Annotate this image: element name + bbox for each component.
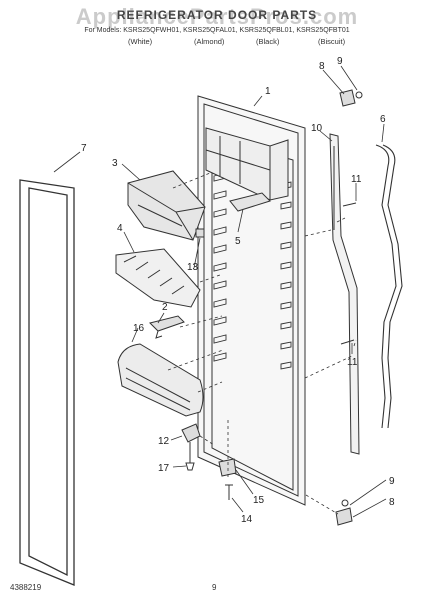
small-shelf [229,192,271,212]
callout-13: 13 [187,262,199,273]
callout-9-lower: 9 [389,476,395,487]
assembly-lines [167,172,357,515]
egg-tray [115,248,201,308]
hinge-bracket [181,423,201,471]
callout-7: 7 [81,143,87,154]
callout-17: 17 [158,463,170,474]
page-number: 9 [212,583,217,592]
bin-bracket [149,315,185,339]
callout-12: 12 [158,436,170,447]
callout-11-upper: 11 [351,174,362,185]
watermark: AppliancePartsPros.com [75,4,359,29]
color-biscuit: (Biscuit) [318,37,346,46]
document-code: 4388219 [10,583,42,592]
callout-4: 4 [117,223,123,234]
callout-5: 5 [235,236,241,247]
breaker-strip [375,144,403,429]
callout-11-lower: 11 [347,357,358,368]
color-variants: (White) (Almond) (Black) (Biscuit) [0,37,434,49]
bin-clip [195,228,205,238]
callout-6: 6 [380,114,386,125]
model-list: For Models: KSRS25QFWH01, KSRS25QFAL01, … [84,27,350,34]
callout-2: 2 [162,302,168,313]
dispenser-housing [205,127,289,201]
callout-1: 1 [265,86,271,97]
callout-15: 15 [253,495,265,506]
color-white: (White) [128,37,153,46]
callout-8-lower: 8 [389,497,395,508]
shelf-bin [127,170,206,241]
callout-14: 14 [241,514,253,525]
color-black: (Black) [256,37,280,46]
hinge-screw [225,484,233,500]
door-bin [117,343,204,417]
door-gasket [19,179,75,586]
lower-door-stop [335,499,353,526]
door-closure [218,458,237,477]
callout-labels: 1 2 3 4 5 6 7 8 9 10 11 11 12 13 14 15 1… [81,56,395,525]
callout-10: 10 [311,123,323,134]
callout-8-upper: 8 [319,61,325,72]
callout-3: 3 [112,158,118,169]
screw-upper [342,202,357,207]
leader-lines [53,65,387,518]
page-title: REFRIGERATOR DOOR PARTS [116,8,318,22]
wiring-cover-rail [329,133,360,455]
callout-9-upper: 9 [337,56,343,67]
callout-16: 16 [133,323,145,334]
screw-lower [340,339,355,345]
color-almond: (Almond) [194,37,225,46]
upper-door-stop [339,89,363,107]
